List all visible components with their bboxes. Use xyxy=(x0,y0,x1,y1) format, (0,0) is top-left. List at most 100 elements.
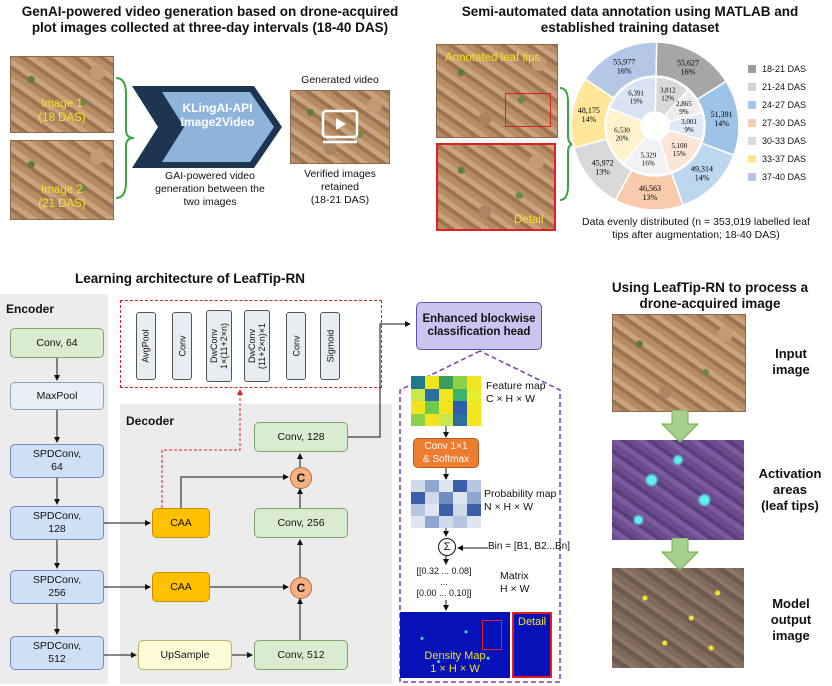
upsample-label: UpSample xyxy=(160,648,210,661)
probability-cell xyxy=(425,504,439,516)
legend-item-1: 21-24 DAS xyxy=(748,82,806,92)
probability-cell xyxy=(453,480,467,492)
inner-value-label-6: 6,391 xyxy=(628,90,644,98)
legend-swatch xyxy=(748,119,756,127)
probability-cell xyxy=(411,516,425,528)
bracket-brace-icon xyxy=(115,77,135,199)
dec128-label: Conv, 128 xyxy=(277,430,325,443)
feature-map-label: Feature map C × H × W xyxy=(486,380,546,405)
outer-pct-label-3: 13% xyxy=(643,193,658,202)
annotation-donut-chart: 55,62716%51,39114%49,31414%46,56313%45,9… xyxy=(570,41,740,211)
dec-conv512: Conv, 512 xyxy=(254,640,348,670)
feature-cell xyxy=(425,413,439,426)
enc-maxpool: MaxPool xyxy=(10,382,104,410)
feature-cell xyxy=(467,401,481,414)
feature-cell xyxy=(411,388,425,401)
legend-label: 24-27 DAS xyxy=(762,100,807,110)
distribution-caption: Data evenly distributed (n = 353,019 lab… xyxy=(582,216,810,241)
feature-cell xyxy=(439,388,453,401)
feature-map-grid xyxy=(411,376,481,426)
feature-cell xyxy=(439,376,453,389)
output-image xyxy=(612,568,744,668)
probability-cell xyxy=(439,492,453,504)
probability-cell xyxy=(411,492,425,504)
dwconv-h-block: DwConv 1×(11+2×n) xyxy=(206,310,232,382)
architecture-title: Learning architecture of LeafTip-RN xyxy=(74,271,306,286)
probability-cell xyxy=(453,516,467,528)
conv-block-1: Conv xyxy=(172,312,192,380)
outer-pct-label-2: 14% xyxy=(695,174,710,183)
drone-image-1: Image 1 (18 DAS) xyxy=(10,56,114,133)
enc-spd256-label: SPDConv, 256 xyxy=(32,574,82,599)
probability-cell xyxy=(425,480,439,492)
enc-spd64-label: SPDConv, 64 xyxy=(32,448,82,473)
probability-cell xyxy=(439,516,453,528)
outer-value-label-3: 46,563 xyxy=(639,184,661,193)
legend-label: 21-24 DAS xyxy=(762,82,807,92)
legend-item-2: 24-27 DAS xyxy=(748,100,806,110)
inner-value-label-2: 3,001 xyxy=(681,118,697,126)
inner-pct-label-2: 9% xyxy=(684,126,694,134)
feature-cell xyxy=(467,413,481,426)
caa-block-2: CAA xyxy=(152,572,210,602)
outer-value-label-1: 51,391 xyxy=(711,110,733,119)
inner-slice-5 xyxy=(605,107,648,165)
inner-pct-label-3: 15% xyxy=(673,150,686,158)
legend-label: 18-21 DAS xyxy=(762,64,807,74)
avgpool-block: AvgPool xyxy=(136,312,156,380)
outer-value-label-0: 55,627 xyxy=(677,59,699,68)
play-video-icon xyxy=(321,109,359,144)
inner-pct-label-6: 19% xyxy=(630,98,643,106)
outer-pct-label-4: 13% xyxy=(595,168,610,177)
enc-conv64-label: Conv, 64 xyxy=(36,336,78,349)
density-zoom-box xyxy=(482,620,502,650)
sigmoid-block: Sigmoid xyxy=(320,312,340,380)
detail-image: Detail xyxy=(436,143,556,231)
head-arrows xyxy=(443,426,488,611)
inner-value-label-4: 5,329 xyxy=(640,151,656,159)
legend-label: 37-40 DAS xyxy=(762,172,807,182)
legend-swatch xyxy=(748,173,756,181)
dec256-label: Conv, 256 xyxy=(277,516,325,529)
dec512-label: Conv, 512 xyxy=(277,648,325,661)
probability-map-grid xyxy=(411,480,481,528)
inner-value-label-1: 2,865 xyxy=(676,100,692,108)
enc-spd128-label: SPDConv, 128 xyxy=(32,510,82,535)
image2-label: Image 2 (21 DAS) xyxy=(38,184,86,210)
architecture-connectors xyxy=(54,321,411,658)
inner-slice-6 xyxy=(608,76,657,122)
detail-label: Detail xyxy=(514,214,544,226)
matrix-label: Matrix H × W xyxy=(500,570,530,595)
legend-item-6: 37-40 DAS xyxy=(748,172,806,182)
caa2-label: CAA xyxy=(170,580,192,593)
legend-swatch xyxy=(748,83,756,91)
inner-pct-label-0: 12% xyxy=(661,94,674,102)
decoder-label: Decoder xyxy=(126,414,175,428)
probability-cell xyxy=(425,516,439,528)
inner-pct-label-4: 16% xyxy=(642,159,655,167)
encoder-label: Encoder xyxy=(6,302,55,316)
processing-title: Using LeafTip-RN to process a drone-acqu… xyxy=(611,280,809,311)
head-label: Enhanced blockwise classification head xyxy=(422,313,536,338)
probability-cell xyxy=(467,480,481,492)
enc-conv64: Conv, 64 xyxy=(10,328,104,358)
probability-cell xyxy=(439,504,453,516)
legend-label: 27-30 DAS xyxy=(762,118,807,128)
chart-legend: 18-21 DAS 21-24 DAS 24-27 DAS 27-30 DAS 30-3… xyxy=(748,64,828,194)
legend-item-3: 27-30 DAS xyxy=(748,118,806,128)
input-image-label: Input image xyxy=(772,346,810,377)
dec-conv256: Conv, 256 xyxy=(254,508,348,538)
input-image xyxy=(612,314,746,412)
feature-cell xyxy=(425,376,439,389)
inner-value-label-3: 5,100 xyxy=(671,142,687,150)
density-map: Density Map 1 × H × W xyxy=(400,612,510,678)
gai-process-chevron xyxy=(132,86,282,168)
legend-item-4: 30-33 DAS xyxy=(748,136,806,146)
legend-item-0: 18-21 DAS xyxy=(748,64,806,74)
probability-cell xyxy=(411,480,425,492)
density-detail: Detail xyxy=(512,612,552,678)
inner-pct-label-1: 9% xyxy=(679,108,689,116)
conv-softmax-label: Conv 1×1 & Softmax xyxy=(422,441,470,465)
inner-value-label-0: 3,812 xyxy=(660,86,676,94)
density-detail-label: Detail xyxy=(518,616,547,628)
